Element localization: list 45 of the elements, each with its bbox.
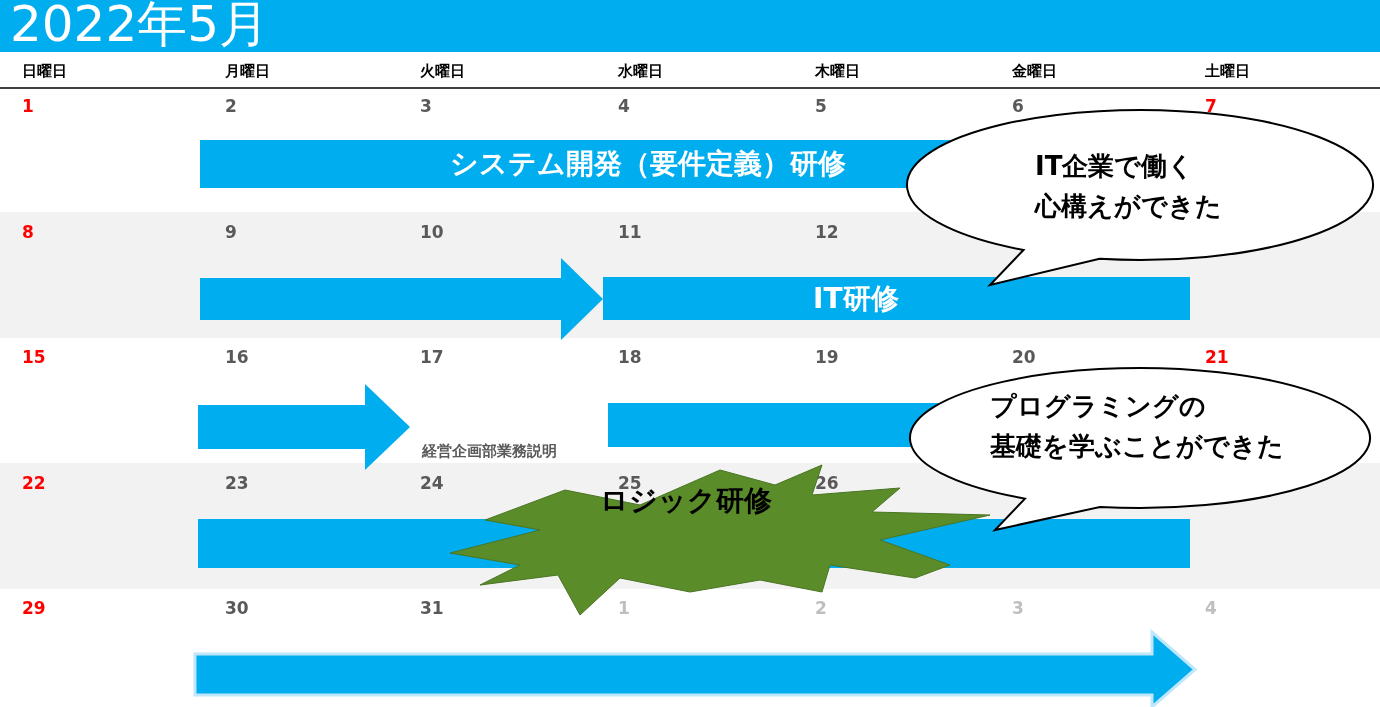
weekday-header: 木曜日 xyxy=(815,62,860,81)
training-name: IT研修 xyxy=(813,281,899,317)
date-number: 3 xyxy=(1012,598,1024,618)
date-number: 10 xyxy=(420,222,444,242)
block-arrow xyxy=(200,258,603,340)
date-number: 8 xyxy=(22,222,34,242)
date-number: 20 xyxy=(1012,347,1036,367)
weekday-header: 土曜日 xyxy=(1205,62,1250,81)
weekday-header: 月曜日 xyxy=(225,62,270,81)
date-number: 24 xyxy=(420,473,444,493)
weekday-header: 金曜日 xyxy=(1012,62,1057,81)
date-number: 6 xyxy=(1012,96,1024,116)
date-number: 4 xyxy=(1205,598,1217,618)
date-number: 4 xyxy=(618,96,630,116)
date-number: 26 xyxy=(815,473,839,493)
date-number: 9 xyxy=(225,222,237,242)
date-number: 30 xyxy=(225,598,249,618)
comment-text: IT企業で働く心構えができた xyxy=(1035,150,1223,223)
weekday-header: 日曜日 xyxy=(22,62,67,81)
weekday-header: 火曜日 xyxy=(420,62,465,81)
date-number: 22 xyxy=(22,473,46,493)
date-number: 2 xyxy=(815,598,827,618)
date-number: 2 xyxy=(225,96,237,116)
date-number: 12 xyxy=(815,222,839,242)
comment-text: プログラミングの基礎を学ぶことができた xyxy=(990,390,1285,463)
date-number: 11 xyxy=(618,222,642,242)
date-number: 7 xyxy=(1205,96,1217,116)
date-number: 23 xyxy=(225,473,249,493)
date-number: 3 xyxy=(420,96,432,116)
date-number: 1 xyxy=(22,96,34,116)
training-name: システム開発（要件定義）研修 xyxy=(450,146,846,182)
block-arrow xyxy=(198,384,410,470)
date-number: 21 xyxy=(1205,347,1229,367)
date-number: 15 xyxy=(22,347,46,367)
date-number: 18 xyxy=(618,347,642,367)
date-number: 17 xyxy=(420,347,444,367)
date-number: 19 xyxy=(815,347,839,367)
date-number: 5 xyxy=(815,96,827,116)
annotation-text: 経営企画部業務説明 xyxy=(422,441,557,461)
date-number: 29 xyxy=(22,598,46,618)
date-number: 1 xyxy=(618,598,630,618)
weekday-header: 水曜日 xyxy=(618,62,663,81)
date-number: 16 xyxy=(225,347,249,367)
calendar-title: 2022年5月 xyxy=(10,0,270,54)
date-number: 31 xyxy=(420,598,444,618)
